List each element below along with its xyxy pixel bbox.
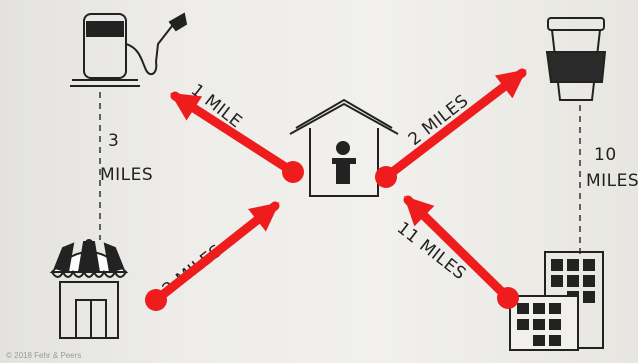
label-coffee-office-unit: MILES — [586, 171, 638, 191]
coffee-cup-icon — [547, 18, 605, 100]
arrow-shop-to-home — [145, 206, 275, 311]
label-gas-shop-unit: MILES — [100, 165, 153, 185]
gas-pump-icon — [70, 14, 186, 86]
person-icon — [332, 141, 356, 184]
label-gas-shop-distance: 3 — [108, 131, 119, 151]
arrow-home-to-gas — [175, 96, 304, 183]
arrow-home-to-coffee — [375, 73, 522, 188]
shop-awning-icon — [52, 240, 126, 338]
copyright-credit: © 2018 Fehr & Peers — [6, 351, 81, 360]
label-coffee-office-distance: 10 — [594, 145, 617, 165]
office-building-icon — [510, 252, 603, 350]
